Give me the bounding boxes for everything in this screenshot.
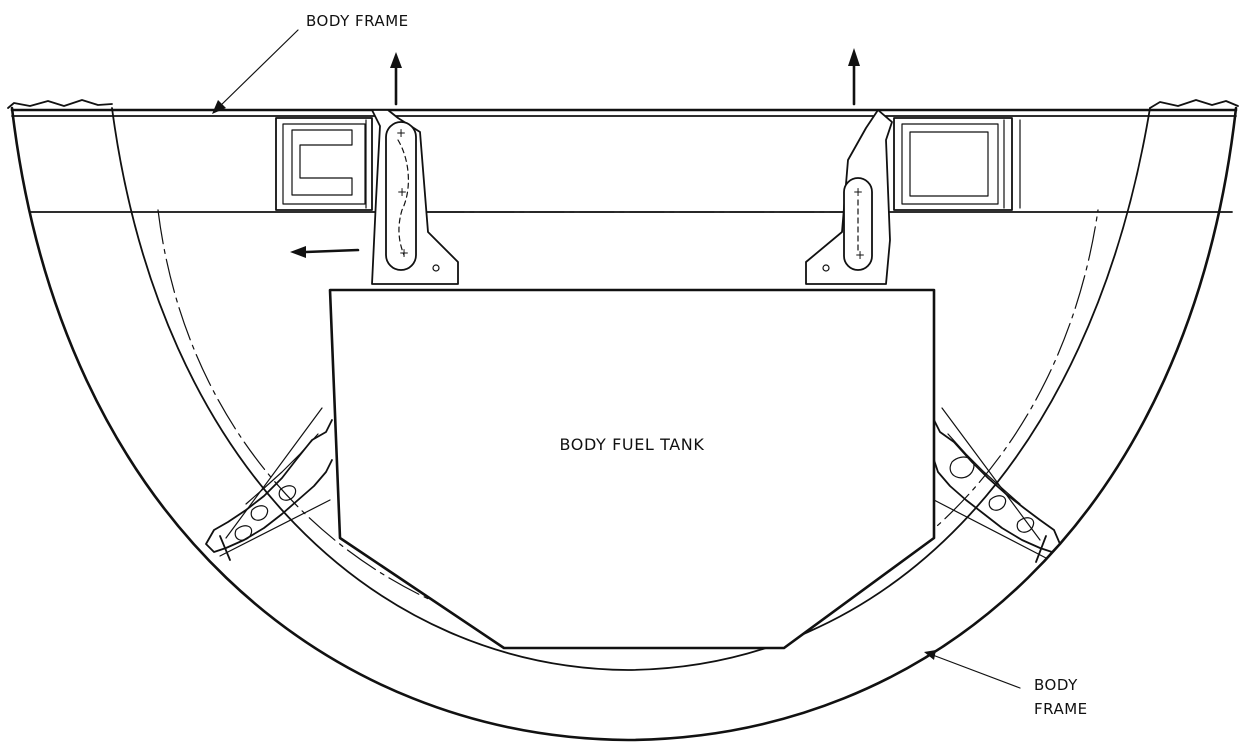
up-arrow-right-icon xyxy=(848,48,860,106)
svg-text:+: + xyxy=(397,185,407,199)
body-fuel-tank xyxy=(328,288,936,650)
right-frame-box xyxy=(893,117,1021,211)
svg-text:+: + xyxy=(855,248,865,262)
svg-text:+: + xyxy=(396,126,406,140)
label-body-fuel-tank: BODY FUEL TANK xyxy=(560,435,705,454)
left-arrow-icon xyxy=(290,246,360,258)
label-body-frame-bottom-line2: FRAME xyxy=(1034,700,1088,718)
left-hanger-link: + + + xyxy=(371,109,459,291)
label-body-frame-bottom-line1: BODY xyxy=(1034,676,1078,694)
left-support-fitting xyxy=(205,407,333,561)
up-arrow-left-icon xyxy=(390,52,402,106)
leader-bottom-body-frame xyxy=(924,650,1021,689)
label-body-frame-top: BODY FRAME xyxy=(306,12,409,30)
right-hanger-link: + + xyxy=(805,109,893,291)
upper-frame-beams xyxy=(10,108,1238,213)
svg-text:+: + xyxy=(853,185,863,199)
leader-top-body-frame xyxy=(212,29,299,114)
left-frame-box xyxy=(275,117,373,211)
right-support-fitting xyxy=(933,407,1061,563)
svg-text:+: + xyxy=(399,246,409,260)
